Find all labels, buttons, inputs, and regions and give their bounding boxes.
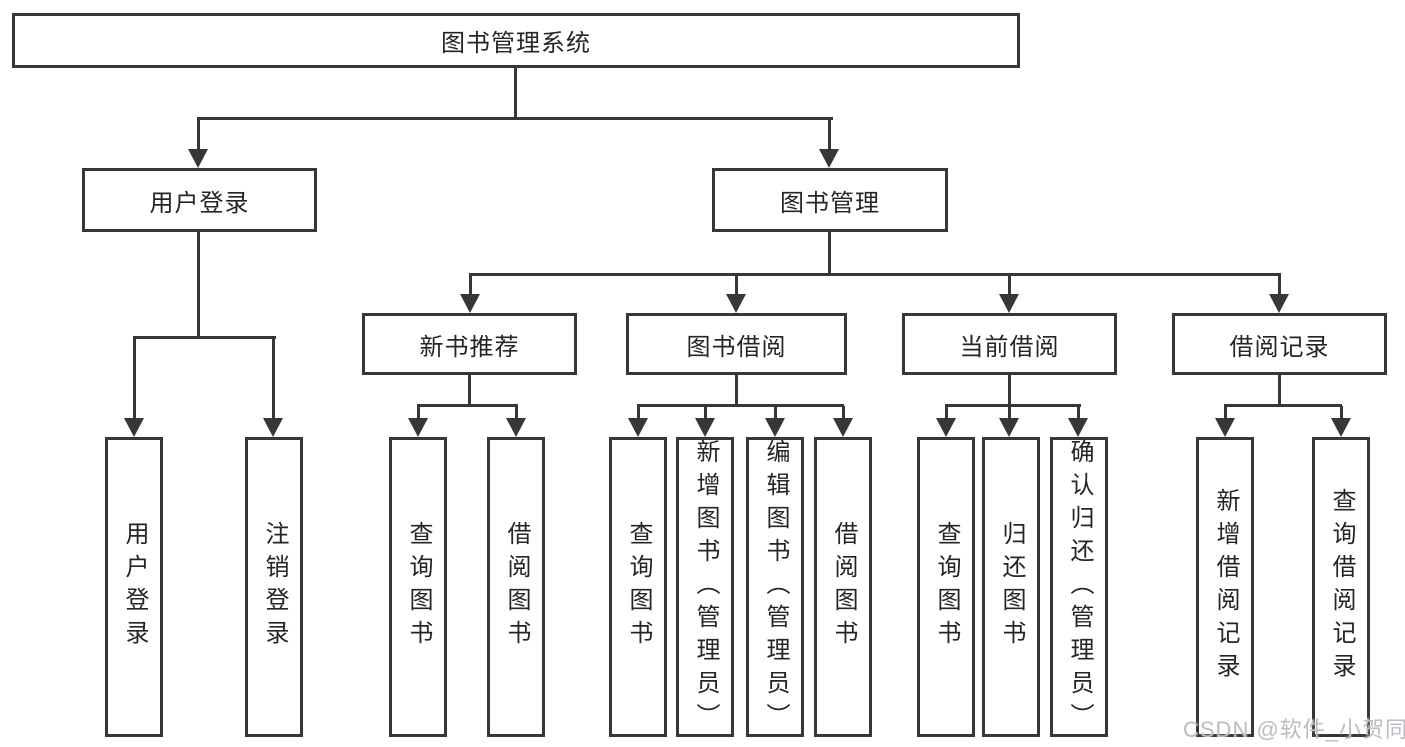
connector-drop bbox=[1077, 406, 1080, 420]
connector-book-borrow-bar bbox=[637, 404, 844, 407]
connector-book-borrow-stem bbox=[735, 375, 738, 406]
node-label: 借阅记录 bbox=[1229, 333, 1330, 361]
arrowhead-down-icon bbox=[506, 418, 526, 437]
connector-new-book-stem bbox=[468, 375, 471, 406]
node-label: 图书管理系统 bbox=[441, 30, 591, 57]
connector-drop-borrow-records bbox=[1278, 275, 1281, 297]
leaf-query-borrow-record: 查询借阅记录 bbox=[1312, 437, 1370, 737]
arrowhead-down-icon bbox=[695, 418, 715, 437]
connector-drop bbox=[515, 406, 518, 420]
arrowhead-down-icon bbox=[1215, 418, 1235, 437]
leaf-label: 借阅图书 bbox=[830, 521, 857, 653]
leaf-label: 用户登录 bbox=[121, 521, 148, 653]
node-label: 图书借阅 bbox=[686, 333, 787, 361]
leaf-label: 查询借阅记录 bbox=[1328, 488, 1355, 686]
arrowhead-down-icon bbox=[124, 418, 144, 437]
connector-new-book-bar bbox=[417, 404, 518, 407]
csdn-watermark: CSDN @软件_小贺同学 bbox=[1183, 717, 1405, 742]
connector-root-stem bbox=[514, 68, 517, 119]
node-borrow-records: 借阅记录 bbox=[1172, 313, 1387, 375]
node-user-login: 用户登录 bbox=[82, 168, 317, 232]
leaf-label: 编辑图书（管理员） bbox=[762, 438, 789, 736]
arrowhead-down-icon bbox=[188, 149, 208, 168]
connector-drop bbox=[1008, 406, 1011, 420]
connector-drop bbox=[1340, 406, 1343, 420]
connector-drop-leaf-logout bbox=[272, 338, 275, 420]
leaf-borrow-books-recommend: 借阅图书 bbox=[487, 437, 545, 737]
node-label: 用户登录 bbox=[149, 189, 250, 217]
node-library-management-system: 图书管理系统 bbox=[12, 13, 1020, 68]
arrowhead-down-icon bbox=[999, 294, 1019, 313]
arrowhead-down-icon bbox=[819, 149, 839, 168]
node-current-borrow: 当前借阅 bbox=[902, 313, 1117, 375]
connector-drop bbox=[945, 406, 948, 420]
arrowhead-down-icon bbox=[726, 294, 746, 313]
connector-user-login-bar bbox=[133, 336, 276, 339]
leaf-label: 查询图书 bbox=[625, 521, 652, 653]
leaf-label: 借阅图书 bbox=[503, 521, 530, 653]
node-label: 当前借阅 bbox=[959, 333, 1060, 361]
node-label: 图书管理 bbox=[780, 189, 880, 217]
arrowhead-down-icon bbox=[408, 418, 428, 437]
leaf-return-books: 归还图书 bbox=[982, 437, 1040, 737]
leaf-logout: 注销登录 bbox=[245, 437, 303, 737]
arrowhead-down-icon bbox=[460, 294, 480, 313]
connector-current-borrow-bar bbox=[945, 404, 1081, 407]
arrowhead-down-icon bbox=[1269, 294, 1289, 313]
leaf-confirm-return-admin: 确认归还（管理员） bbox=[1050, 437, 1108, 737]
connector-drop bbox=[637, 406, 640, 420]
leaf-label: 新增图书（管理员） bbox=[692, 438, 719, 736]
connector-drop bbox=[1224, 406, 1227, 420]
node-label: 新书推荐 bbox=[419, 333, 520, 361]
node-book-management: 图书管理 bbox=[712, 168, 948, 232]
leaf-add-books-admin: 新增图书（管理员） bbox=[676, 437, 734, 737]
arrowhead-down-icon bbox=[833, 418, 853, 437]
node-new-book-recommend: 新书推荐 bbox=[362, 313, 577, 375]
leaf-label: 查询图书 bbox=[933, 521, 960, 653]
leaf-edit-books-admin: 编辑图书（管理员） bbox=[746, 437, 804, 737]
leaf-query-books-borrow: 查询图书 bbox=[609, 437, 667, 737]
connector-user-login-stem bbox=[197, 232, 200, 339]
leaf-add-borrow-record: 新增借阅记录 bbox=[1196, 437, 1254, 737]
leaf-label: 查询图书 bbox=[405, 521, 432, 653]
leaf-query-books-recommend: 查询图书 bbox=[389, 437, 447, 737]
leaf-label: 新增借阅记录 bbox=[1212, 488, 1239, 686]
leaf-label: 确认归还（管理员） bbox=[1066, 438, 1093, 736]
arrowhead-down-icon bbox=[628, 418, 648, 437]
leaf-borrow-books: 借阅图书 bbox=[814, 437, 872, 737]
leaf-query-books-current: 查询图书 bbox=[917, 437, 975, 737]
arrowhead-down-icon bbox=[765, 418, 785, 437]
connector-borrow-records-bar bbox=[1224, 404, 1342, 407]
leaf-label: 注销登录 bbox=[261, 521, 288, 653]
arrowhead-down-icon bbox=[1331, 418, 1351, 437]
arrowhead-down-icon bbox=[999, 418, 1019, 437]
connector-book-management-stem bbox=[828, 232, 831, 276]
connector-drop bbox=[774, 406, 777, 420]
connector-drop bbox=[417, 406, 420, 420]
connector-drop bbox=[842, 406, 845, 420]
arrowhead-down-icon bbox=[263, 418, 283, 437]
connector-drop-current-borrow bbox=[1008, 275, 1011, 297]
leaf-user-login: 用户登录 bbox=[105, 437, 163, 737]
connector-book-management-bar bbox=[469, 273, 1281, 276]
connector-borrow-records-stem bbox=[1278, 375, 1281, 406]
connector-drop bbox=[704, 406, 707, 420]
node-book-borrow: 图书借阅 bbox=[626, 313, 847, 375]
connector-drop-book-management bbox=[828, 119, 831, 151]
connector-drop-leaf-login bbox=[133, 338, 136, 420]
connector-drop-new-book bbox=[469, 275, 472, 297]
arrowhead-down-icon bbox=[936, 418, 956, 437]
connector-current-borrow-stem bbox=[1008, 375, 1011, 406]
connector-root-bar bbox=[197, 117, 833, 120]
connector-drop-user-login bbox=[197, 119, 200, 151]
connector-drop-book-borrow bbox=[735, 275, 738, 297]
leaf-label: 归还图书 bbox=[998, 521, 1025, 653]
arrowhead-down-icon bbox=[1068, 418, 1088, 437]
